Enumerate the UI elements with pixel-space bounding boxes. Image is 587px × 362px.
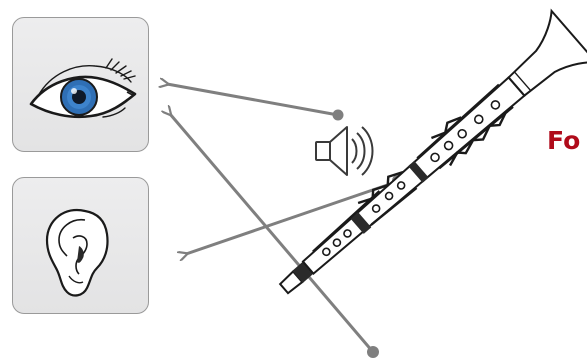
ear-card <box>12 177 149 314</box>
eye-card <box>12 17 149 152</box>
speaker-sound-icon <box>315 126 374 176</box>
partial-heading-text: Fo <box>547 126 581 155</box>
eye-icon <box>29 58 137 119</box>
arrow-bottom-to-eye <box>170 114 379 358</box>
ear-icon <box>45 208 109 297</box>
clarinet-icon <box>278 8 587 295</box>
arrow-to-eye <box>167 84 344 121</box>
